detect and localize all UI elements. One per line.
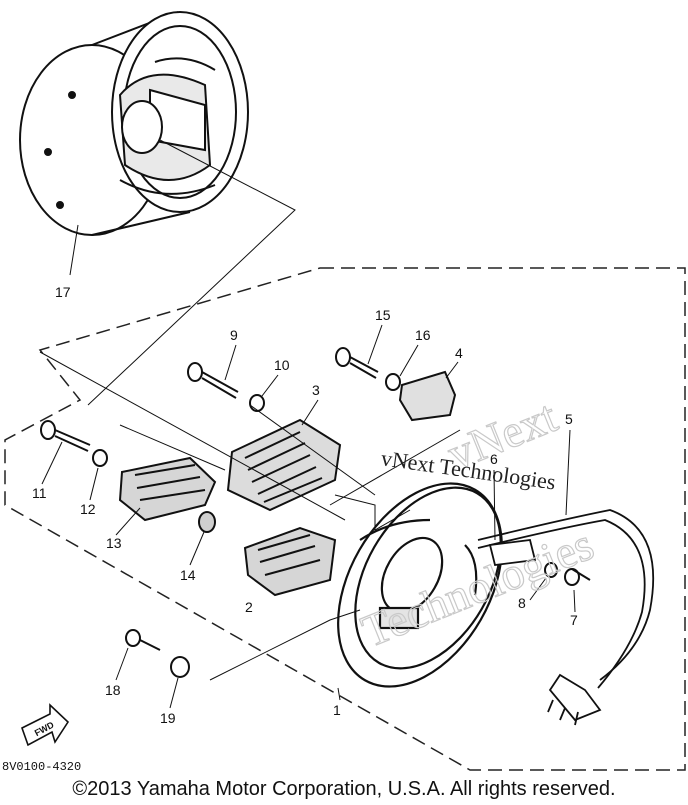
leader-5 bbox=[565, 429, 571, 516]
washer-10 bbox=[249, 394, 265, 412]
coil-2 bbox=[243, 526, 337, 597]
leader-12 bbox=[89, 467, 99, 501]
leader-6 bbox=[493, 469, 496, 541]
leader-9 bbox=[224, 344, 237, 381]
callout-13: 13 bbox=[106, 535, 122, 551]
parts-diagram: 1 2 3 4 5 6 7 8 9 10 11 12 13 14 15 16 1… bbox=[2, 11, 686, 774]
callout-19: 19 bbox=[160, 710, 176, 726]
callout-1: 1 bbox=[333, 702, 341, 718]
callout-5: 5 bbox=[565, 411, 573, 427]
leader-18 bbox=[115, 647, 129, 681]
drawing-code: 8V0100-4320 bbox=[2, 760, 81, 774]
callout-18: 18 bbox=[105, 682, 121, 698]
callout-17: 17 bbox=[55, 284, 71, 300]
washer-16 bbox=[385, 373, 401, 391]
screw-7 bbox=[564, 568, 591, 586]
leader-15 bbox=[367, 324, 383, 365]
leader-11 bbox=[41, 441, 63, 485]
fwd-arrow-icon: FWD bbox=[21, 703, 70, 747]
leader-19 bbox=[169, 677, 179, 709]
callout-15: 15 bbox=[375, 307, 391, 323]
leader-10 bbox=[261, 374, 279, 397]
leader-1 bbox=[337, 687, 341, 701]
callout-7: 7 bbox=[570, 612, 578, 628]
stator-plate bbox=[337, 482, 503, 688]
callout-14: 14 bbox=[180, 567, 196, 583]
callout-11: 11 bbox=[32, 485, 47, 501]
washer-8 bbox=[544, 562, 558, 578]
callout-6: 6 bbox=[490, 451, 498, 467]
callout-4: 4 bbox=[455, 345, 463, 361]
coil-13 bbox=[118, 456, 217, 522]
copyright-notice: ©2013 Yamaha Motor Corporation, U.S.A. A… bbox=[72, 778, 616, 800]
screw-9 bbox=[187, 362, 239, 399]
callout-10: 10 bbox=[274, 357, 290, 373]
flywheel-rotor bbox=[19, 11, 249, 236]
pickup-coil-4 bbox=[398, 370, 457, 422]
coil-3 bbox=[226, 418, 342, 512]
assembly-frame bbox=[4, 267, 686, 771]
callout-12: 12 bbox=[80, 501, 96, 517]
leader-lines bbox=[39, 351, 461, 681]
screw-18 bbox=[125, 629, 161, 651]
callout-2: 2 bbox=[245, 599, 253, 615]
washer-19 bbox=[170, 656, 190, 678]
leader-7 bbox=[573, 589, 576, 613]
callout-8: 8 bbox=[518, 595, 526, 611]
leader-17 bbox=[69, 139, 296, 406]
wire-harness bbox=[477, 509, 655, 726]
washer-12 bbox=[92, 449, 108, 467]
collar-14 bbox=[198, 511, 216, 533]
leader-13 bbox=[115, 507, 141, 536]
leader-16 bbox=[399, 344, 419, 377]
screw-15 bbox=[335, 347, 379, 379]
leader-8 bbox=[529, 577, 547, 601]
leader-4 bbox=[445, 361, 459, 379]
leader-14 bbox=[189, 531, 205, 566]
callout-3: 3 bbox=[312, 382, 320, 398]
screw-11 bbox=[40, 420, 91, 452]
leader-3 bbox=[301, 399, 319, 426]
callout-16: 16 bbox=[415, 327, 431, 343]
callout-9: 9 bbox=[230, 327, 238, 343]
